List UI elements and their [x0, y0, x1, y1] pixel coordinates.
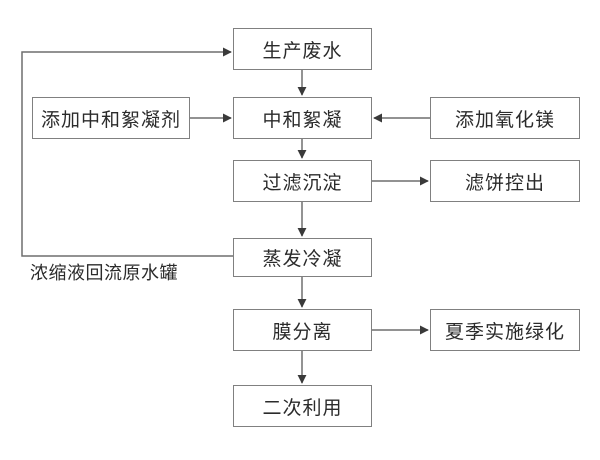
node-label: 蒸发冷凝	[262, 249, 343, 270]
edge-evaporation-recycle-to-wastewater	[21, 47, 233, 257]
node-add-neutralizing-flocculant[interactable]: 添加中和絮凝剂	[32, 97, 190, 139]
node-label: 滤饼控出	[464, 172, 545, 194]
node-label: 过滤沉淀	[262, 172, 343, 194]
node-label: 中和絮凝	[262, 109, 343, 131]
node-label: 添加氧化镁	[454, 109, 555, 131]
node-label: 膜分离	[272, 321, 333, 343]
node-label: 二次利用	[262, 397, 343, 419]
node-secondary-utilization[interactable]: 二次利用	[233, 385, 372, 427]
node-production-wastewater[interactable]: 生产废水	[233, 28, 372, 70]
node-summer-greening[interactable]: 夏季实施绿化	[430, 309, 580, 351]
node-label: 生产废水	[262, 40, 343, 62]
node-label: 夏季实施绿化	[444, 321, 565, 343]
node-label: 添加中和絮凝剂	[40, 109, 181, 131]
node-membrane-separation[interactable]: 膜分离	[233, 309, 372, 351]
node-evaporation-condensation[interactable]: 蒸发冷凝	[233, 238, 372, 277]
concentrate-return-label: 浓缩液回流原水罐	[30, 263, 178, 283]
node-filter-cake-discharge[interactable]: 滤饼控出	[430, 160, 580, 202]
node-filtration-sedimentation[interactable]: 过滤沉淀	[233, 160, 372, 202]
node-add-magnesium-oxide[interactable]: 添加氧化镁	[430, 97, 580, 139]
node-neutralization-flocculation[interactable]: 中和絮凝	[233, 97, 372, 139]
